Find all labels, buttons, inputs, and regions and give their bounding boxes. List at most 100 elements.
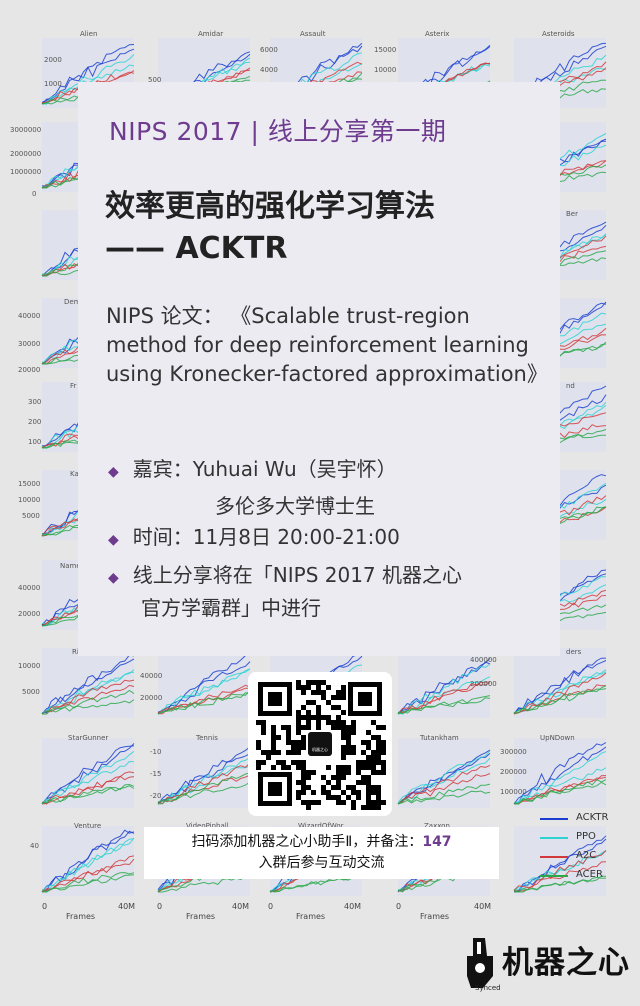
qr-module <box>256 720 261 725</box>
training-curve <box>41 743 135 805</box>
qr-module <box>341 775 346 780</box>
qr-module <box>341 765 346 770</box>
qr-module <box>306 710 311 715</box>
brand-sub: Synced <box>475 984 501 992</box>
training-curve <box>41 689 135 715</box>
qr-module <box>311 770 316 775</box>
y-tick-label: 2000 <box>44 56 62 64</box>
x-tick-label: 0 <box>157 902 163 911</box>
qr-module <box>261 720 266 725</box>
guest-name: Yuhuai Wu（吴宇怀） <box>192 457 397 481</box>
training-curve <box>269 874 363 893</box>
qr-code[interactable]: 机器之心 <box>248 672 392 816</box>
legend-swatch <box>540 818 568 820</box>
qr-module <box>296 760 301 765</box>
qr-module <box>341 800 346 805</box>
qr-module <box>306 800 311 805</box>
legend-label: ACER <box>576 869 603 880</box>
qr-module <box>341 770 346 775</box>
qr-module <box>301 690 306 695</box>
signup-line1: 扫码添加机器之心小助手Ⅱ，并备注： <box>191 834 423 850</box>
y-tick-label: 400000 <box>470 656 497 664</box>
qr-module <box>356 760 361 765</box>
qr-module <box>291 745 296 750</box>
diamond-bullet-icon: ◆ <box>108 570 119 586</box>
diamond-bullet-icon: ◆ <box>108 532 119 548</box>
training-curve <box>513 671 607 714</box>
qr-module <box>376 795 381 800</box>
qr-module <box>316 680 321 685</box>
training-curve <box>157 772 251 803</box>
talk-title-line1: 效率更高的强化学习算法 <box>105 189 435 224</box>
qr-module <box>341 685 346 690</box>
paper-title: 《Scalable trust-region method for deep r… <box>106 304 548 386</box>
training-curve <box>41 654 135 714</box>
y-tick-label: 20000 <box>18 366 41 374</box>
qr-module <box>286 725 291 730</box>
diamond-bullet-icon: ◆ <box>108 464 119 480</box>
plot-title: Zaxxon <box>424 822 450 830</box>
plot-title: Asteroids <box>542 30 575 38</box>
qr-module <box>381 770 386 775</box>
x-tick-label: 0 <box>396 902 402 911</box>
qr-module <box>331 785 336 790</box>
training-curve <box>157 757 251 805</box>
qr-module <box>271 730 276 735</box>
qr-module <box>341 745 346 750</box>
plot-title: ders <box>566 648 582 656</box>
training-curve <box>513 861 607 892</box>
qr-module <box>341 690 346 695</box>
qr-module <box>366 755 371 760</box>
qr-module <box>316 685 321 690</box>
y-tick-label: 40000 <box>18 584 41 592</box>
qr-module <box>326 790 331 795</box>
plot-title: Ber <box>566 210 578 218</box>
qr-module <box>361 775 366 780</box>
qr-module <box>366 730 371 735</box>
legend-label: PPO <box>576 831 596 842</box>
qr-module <box>341 735 346 740</box>
x-tick-label: 40M <box>118 902 136 911</box>
qr-module <box>296 725 301 730</box>
qr-module <box>366 780 371 785</box>
legend-label: A2C <box>576 850 597 861</box>
plot-title: VideoPinball <box>186 822 229 830</box>
training-curve <box>41 669 135 714</box>
training-curve <box>41 830 135 893</box>
qr-module <box>276 735 281 740</box>
qr-module <box>366 740 371 745</box>
event-title: NIPS 2017 | 线上分享第一期 <box>109 117 447 146</box>
qr-module <box>351 750 356 755</box>
qr-module <box>331 725 336 730</box>
y-tick-label: 200 <box>28 418 42 426</box>
qr-module <box>341 710 346 715</box>
qr-module <box>366 795 371 800</box>
qr-module <box>381 800 386 805</box>
qr-module <box>341 750 346 755</box>
y-tick-label: 300000 <box>500 748 527 756</box>
qr-module <box>301 775 306 780</box>
qr-module <box>331 705 336 710</box>
qr-module <box>306 725 311 730</box>
qr-module <box>326 720 331 725</box>
training-curve <box>397 663 491 715</box>
time-value: 11月8日 20:00-21:00 <box>192 525 400 549</box>
time-label: 时间： <box>132 525 193 549</box>
training-curve <box>41 771 135 805</box>
guest-item: ◆嘉宾：Yuhuai Wu（吴宇怀） <box>108 454 548 487</box>
qr-module <box>261 730 266 735</box>
training-curve <box>41 838 135 893</box>
qr-module <box>306 720 311 725</box>
qr-module <box>366 775 371 780</box>
qr-module <box>346 770 351 775</box>
qr-module <box>346 725 351 730</box>
y-tick-label: 10000 <box>18 662 41 670</box>
qr-module <box>271 745 276 750</box>
y-tick-label: 0 <box>32 190 37 198</box>
training-curve <box>41 699 135 715</box>
qr-module <box>316 710 321 715</box>
qr-module <box>371 805 376 810</box>
qr-module <box>376 785 381 790</box>
qr-module <box>296 745 301 750</box>
qr-module <box>361 740 366 745</box>
